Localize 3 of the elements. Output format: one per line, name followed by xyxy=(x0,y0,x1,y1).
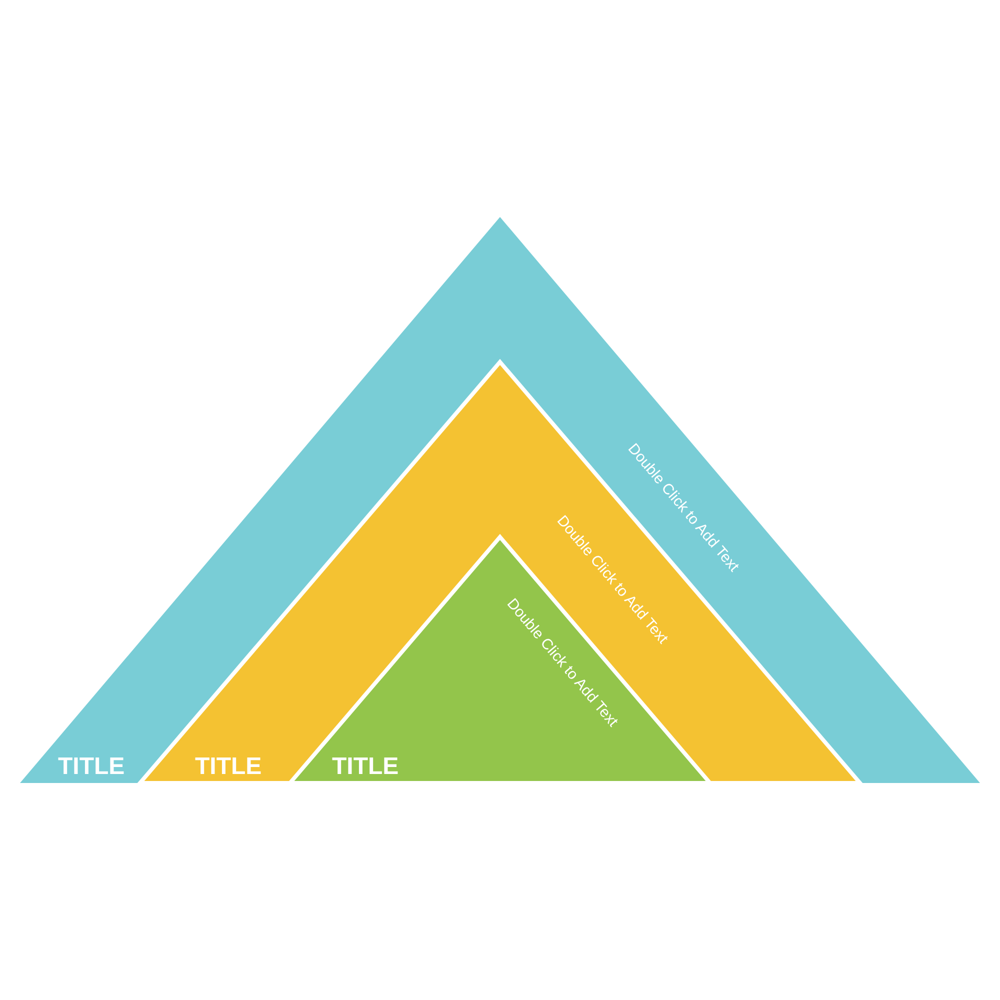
layer-title: TITLE xyxy=(58,753,125,781)
layer-title: TITLE xyxy=(332,753,399,781)
layer-title: TITLE xyxy=(195,753,262,781)
